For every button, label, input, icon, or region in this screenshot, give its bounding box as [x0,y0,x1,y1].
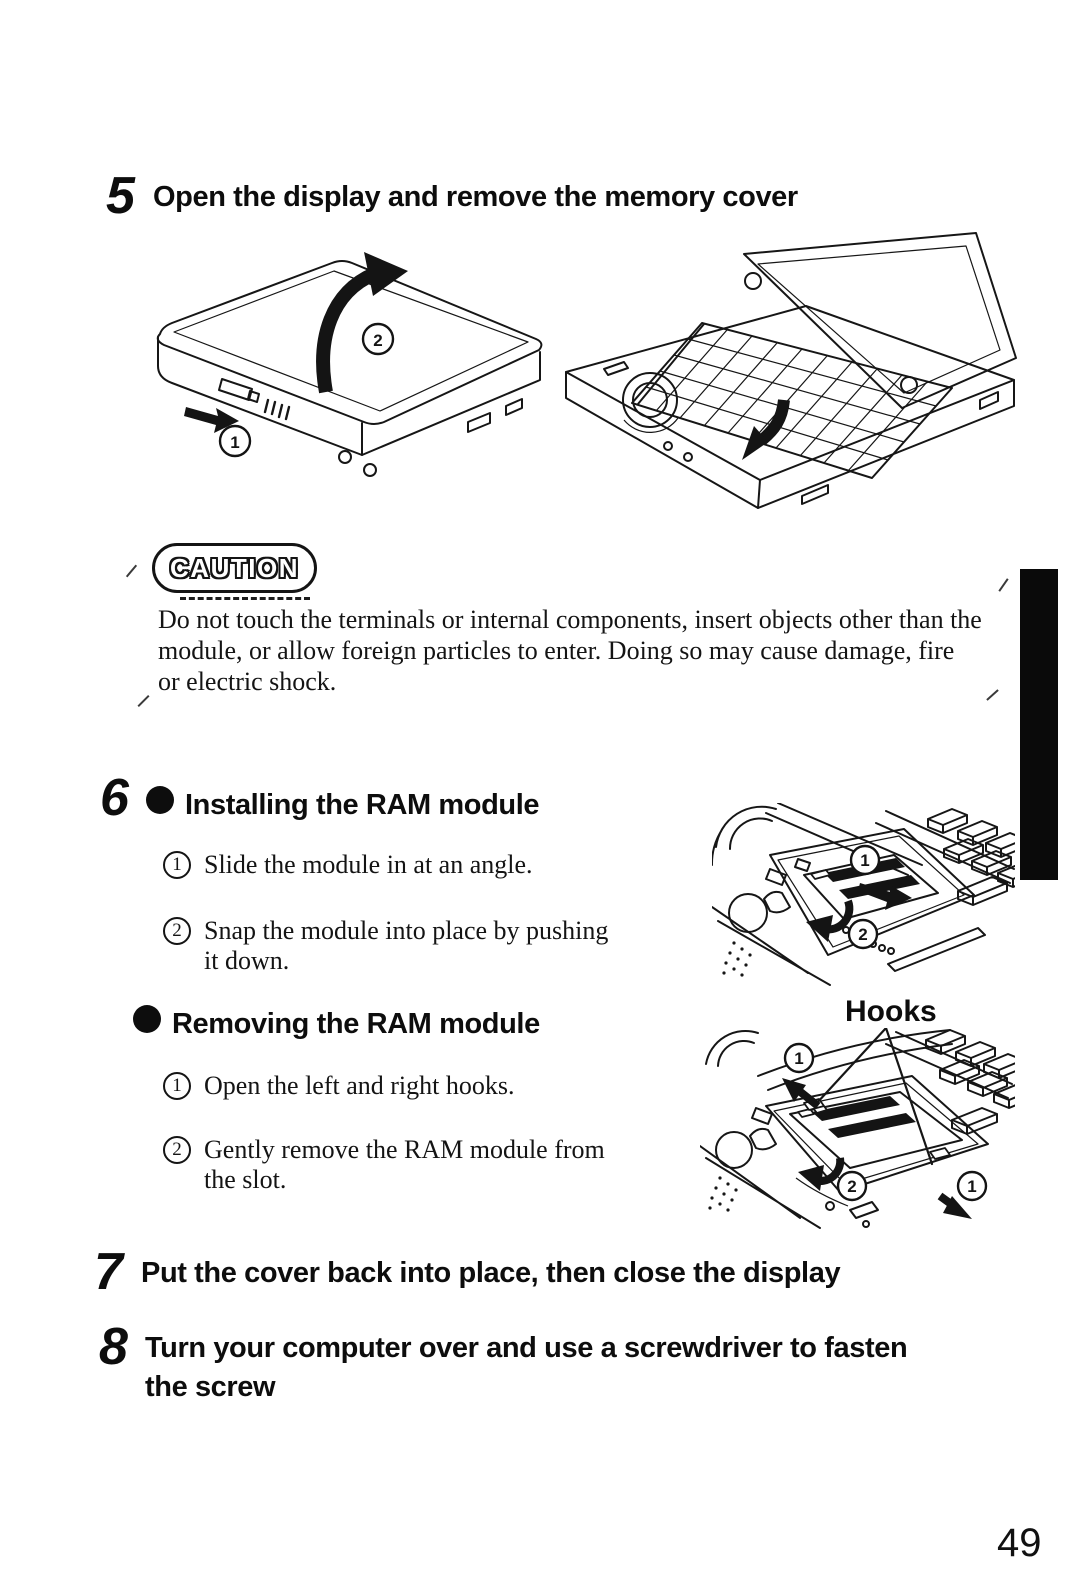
caution-text-line1: Do not touch the terminals or internal c… [158,605,982,634]
keyboard-keys [925,1029,1015,1135]
open-display-arrow-icon [316,267,378,394]
marker-1: 1 [230,433,239,452]
scan-tick-mark [998,578,1009,592]
badge-underline-dashes [180,597,310,600]
caution-text-line2: module, or allow foreign particles to en… [158,636,955,665]
marker-1-circle [849,844,881,876]
marker-1: 1 [860,851,869,870]
page-number: 49 [997,1521,1042,1565]
right-hook [929,1147,951,1160]
step6-number: 6 [100,769,129,827]
step5-number: 5 [106,167,135,225]
section-side-tab [1020,569,1058,880]
scan-tick-mark [137,694,150,708]
caution-badge-label: CAUTION [170,552,299,583]
marker-1-circle [783,1042,815,1074]
hooks-pointer-lines [814,1028,934,1166]
latch-wheel [728,893,768,933]
removing-heading: Removing the RAM module [172,1008,540,1040]
slide-in-arrow-icon [858,883,912,910]
step5-title: Open the display and remove the memory c… [153,181,798,213]
installing-step1-text: Slide the module in at an angle. [204,850,533,879]
grill-dots [708,1176,738,1212]
removing-step2-line1: Gently remove the RAM module from [204,1135,605,1164]
caution-badge: CAUTION [152,543,317,593]
marker-2-circle [836,1170,868,1202]
step8-title-line2: the screw [145,1371,276,1403]
circled-2-icon: 2 [163,1136,191,1164]
remove-cover-arrow-icon [758,399,790,445]
marker-2: 2 [847,1177,856,1196]
circled-1-icon: 1 [163,851,191,879]
ram-removal-illustration: 1 2 1 [700,1028,1015,1229]
open-left-hook-arrow-icon [795,1086,821,1110]
marker-1: 1 [794,1049,803,1068]
speaker-arcs [705,1030,759,1067]
marker-2: 2 [373,331,382,350]
marker-2: 2 [858,925,867,944]
step7-title: Put the cover back into place, then clos… [141,1257,841,1289]
marker-1-circle-right [956,1170,988,1202]
installing-step1: 1 Slide the module in at an angle. [163,850,533,881]
scan-tick-mark [986,689,999,701]
installing-bullet-icon [146,786,174,814]
vent-grill [263,398,291,421]
installing-step2-line1: Snap the module into place by pushing [204,916,609,945]
removing-step2: 2 Gently remove the RAM module from the … [163,1135,605,1196]
removing-step1-text: Open the left and right hooks. [204,1071,515,1100]
circled-1-icon: 1 [163,1072,191,1100]
removing-step2-line2: the slot. [204,1165,287,1194]
circled-2-icon: 2 [163,917,191,945]
step8-title-line1: Turn your computer over and use a screwd… [145,1332,908,1364]
ram-install-illustration: 1 2 [712,803,1015,986]
installing-heading: Installing the RAM module [185,789,540,821]
installing-step2-line2: it down. [204,946,290,975]
step7-number: 7 [94,1243,123,1301]
memory-compartment [765,1075,989,1193]
removing-bullet-icon [133,1005,161,1033]
trackball [622,372,678,428]
hooks-label: Hooks [845,995,937,1028]
scan-tick-mark [125,564,138,578]
ram-module [789,1091,963,1169]
latch-wheel [715,1131,753,1169]
closed-laptop-illustration: 1 2 [156,252,543,477]
open-laptop-illustration [565,232,1017,509]
caution-text-line3: or electric shock. [158,667,337,696]
marker-2-circle [847,918,879,950]
removing-step1: 1 Open the left and right hooks. [163,1071,515,1102]
installing-step2: 2 Snap the module into place by pushing … [163,916,609,977]
marker-2-circle [361,322,395,356]
speaker-arcs [712,805,777,866]
keyboard-keys [927,808,1015,906]
keyboard [631,322,953,479]
grill-dots [722,941,752,977]
step8-number: 8 [99,1318,128,1376]
marker-1-circle [218,424,252,458]
latch-slide-arrow-icon [184,407,239,433]
marker-1-right: 1 [967,1177,976,1196]
